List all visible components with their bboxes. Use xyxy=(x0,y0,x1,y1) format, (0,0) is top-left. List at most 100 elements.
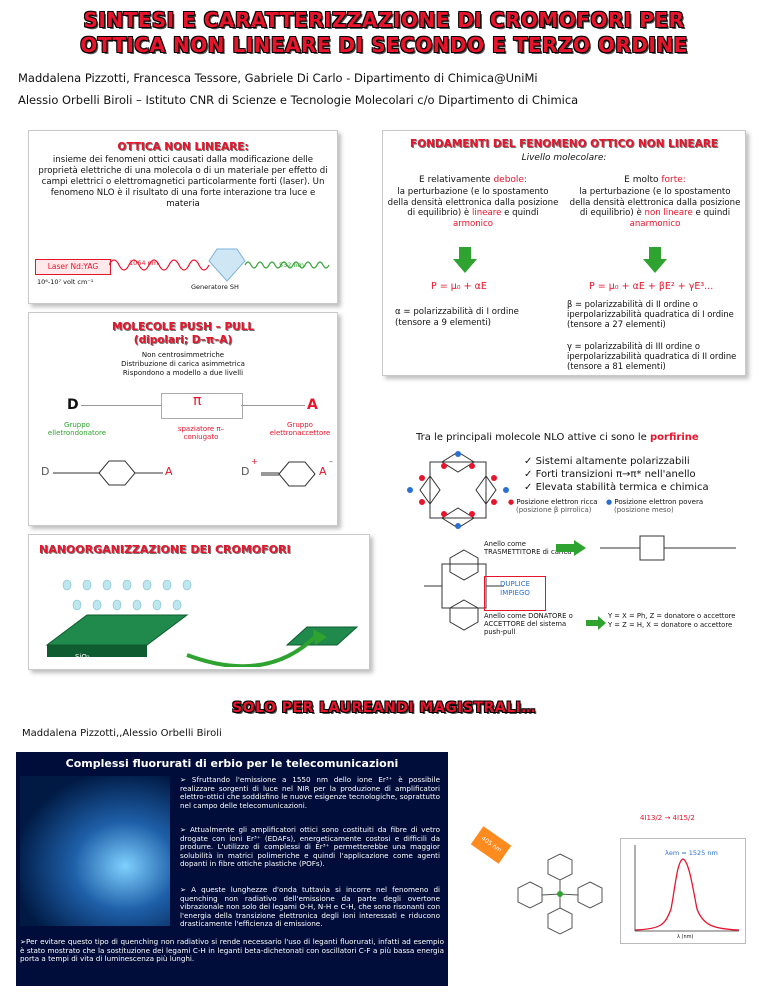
right-arrow-icon-2 xyxy=(586,616,606,630)
nonlinear-equation: P = μ₀ + αE + βE² + γE³... xyxy=(589,281,714,292)
strong-field-e: E molto xyxy=(624,175,662,185)
formula-1: Y = X = Ph, Z = donatore o accettore xyxy=(608,612,736,620)
field-strength-label: 10⁶-10⁷ volt cm⁻¹ xyxy=(37,278,94,286)
spacer-rect xyxy=(161,393,243,419)
spectrum-plot xyxy=(634,845,740,932)
weak-field-red: debole: xyxy=(493,175,527,185)
laser-label: Laser Nd:YAG xyxy=(35,259,111,275)
authors-line1: Maddalena Pizzotti, Francesca Tessore, G… xyxy=(18,71,538,85)
substrate-label: SiO₂ xyxy=(75,653,90,661)
strong-field-text: la perturbazione (e lo spostamento della… xyxy=(569,187,741,229)
pi-letter: π xyxy=(193,393,202,409)
push-pull-porphyrin xyxy=(600,535,736,561)
strong-anharmonic: anarmonico xyxy=(629,218,681,229)
slide-title: Complessi fluorurati di erbio per le tel… xyxy=(65,757,399,770)
rich-sub: (posizione β pirrolica) xyxy=(516,506,592,514)
wavelength-out: 532 nm xyxy=(279,261,304,269)
transmitter-label: Anello come TRASMETTITORE di carica xyxy=(484,540,572,556)
strong-text-1: la perturbazione (e lo spostamento della… xyxy=(569,187,741,218)
strong-field-red: forte: xyxy=(661,175,686,185)
emission-lambda: λem = 1525 nm xyxy=(665,849,718,857)
nano-heading: NANOORGANIZZAZIONE DEI CROMOFORI xyxy=(39,543,291,556)
beta-def: β = polarizzabilità di II ordine o iperp… xyxy=(567,299,734,330)
nano-diagram xyxy=(45,579,359,667)
dpa-line-left xyxy=(81,405,161,406)
erbium-slide: Complessi fluorurati di erbio per le tel… xyxy=(16,752,448,986)
erbium-complex-structure xyxy=(517,853,603,935)
fund-heading: FONDAMENTI DEL FENOMENO OTTICO NON LINEA… xyxy=(410,138,718,150)
generator-label: Generatore SH xyxy=(191,283,239,291)
blue-dot-icon: ● xyxy=(606,498,613,506)
mol-acceptor-2: A xyxy=(319,465,327,478)
bullet-4-text: Per evitare questo tipo di quenching non… xyxy=(20,937,444,964)
bullet-4: ➢Per evitare questo tipo di quenching no… xyxy=(20,937,444,964)
bullet-1: ➢ Sfruttando l'emissione a 1550 nm dello… xyxy=(180,775,441,810)
weak-field-title: E relativamente debole: xyxy=(387,175,559,185)
pushpull-box: MOLECOLE PUSH – PULL (dipolari; D–π–A) N… xyxy=(28,312,338,526)
poor-label: Posizione elettron povera xyxy=(614,498,704,506)
weak-text-1: la perturbazione (e lo spostamento della… xyxy=(387,187,559,218)
nlo-definition-box: OTTICA NON LINEARE: insieme dei fenomeni… xyxy=(28,130,338,304)
strong-text-2: e quindi xyxy=(692,208,731,218)
nlo-heading: OTTICA NON LINEARE: xyxy=(117,141,249,153)
bullet-3: ➢ A queste lunghezze d'onda tuttavia si … xyxy=(180,885,441,929)
right-arrow-icon xyxy=(556,540,586,556)
formula-list: Y = X = Ph, Z = donatore o accettore Y =… xyxy=(608,612,735,630)
porphyrin-intro: Tra le principali molecole NLO attive ci… xyxy=(416,432,699,443)
porphyrin-feature-list: ✓ Sistemi altamente polarizzabili ✓ Fort… xyxy=(524,455,709,494)
fund-sub: Livello molecolare: xyxy=(521,153,607,163)
strong-field-title: E molto forte: xyxy=(569,175,741,185)
poster-title-line1: SINTESI E CARATTERIZZAZIONE DI CROMOFORI… xyxy=(83,8,685,32)
feature-1: Sistemi altamente polarizzabili xyxy=(535,456,690,467)
down-arrow-icon xyxy=(453,247,477,273)
mol-acceptor: A xyxy=(165,465,173,478)
porphyrin-structure xyxy=(407,451,509,529)
donor-letter: D xyxy=(67,397,79,413)
bullet-3-text: A queste lunghezze d'onda tuttavia si in… xyxy=(180,885,441,929)
alpha-def: α = polarizzabilità di I ordine (tensore… xyxy=(395,307,519,328)
donor-acceptor-label: Anello come DONATORE o ACCETTORE del sis… xyxy=(484,612,573,636)
quinoid-ring xyxy=(278,461,316,487)
red-dot-icon: ● xyxy=(508,498,515,506)
mol-donor: D xyxy=(41,465,50,478)
nano-box: NANOORGANIZZAZIONE DEI CROMOFORI SiO₂ xyxy=(28,534,370,670)
mol-donor-2: D xyxy=(241,465,250,478)
nlo-description: insieme dei fenomeni ottici causati dall… xyxy=(38,155,328,209)
rich-label: Posizione elettron ricca xyxy=(516,498,598,506)
porphyrin-word: porfirine xyxy=(650,432,699,443)
pushpull-desc1: Non centrosimmetriche xyxy=(141,351,225,359)
spacer-label: spaziatore π–coniugato xyxy=(177,425,225,441)
gamma-def: γ = polarizzabilità di III ordine o iper… xyxy=(567,341,737,372)
donor-group-label: Gruppo elletrondonatore xyxy=(47,421,107,437)
crystal-icon xyxy=(208,248,246,282)
sh-wave xyxy=(244,261,330,269)
acceptor-letter: A xyxy=(307,397,318,413)
ir-wave xyxy=(109,259,210,271)
porphyrin-intro-text: Tra le principali molecole NLO attive ci… xyxy=(416,432,651,443)
pushpull-desc2: Distribuzione di carica asimmetrica xyxy=(121,360,245,368)
feature-2: Forti transizioni π→π* nell'anello xyxy=(535,469,696,480)
fundamentals-box: FONDAMENTI DEL FENOMENO OTTICO NON LINEA… xyxy=(382,130,746,376)
acceptor-group-label: Gruppo elettronaccettore xyxy=(269,421,331,437)
pushpull-molecules xyxy=(53,460,316,487)
charge-plus: + xyxy=(251,457,258,466)
dpa-line-right xyxy=(241,405,305,406)
bullet-2-text: Attualmente gli amplificatori ottici son… xyxy=(180,825,440,869)
weak-linear: lineare xyxy=(471,208,502,218)
feature-item: ✓ Sistemi altamente polarizzabili xyxy=(524,456,690,467)
poor-sub: (posizione meso) xyxy=(614,506,674,514)
weak-harmonic: armonico xyxy=(452,218,494,229)
excitation-arrow: 405 nm xyxy=(470,826,512,864)
weak-field-e: E relativamente xyxy=(419,175,494,185)
nlo-wave-diagram xyxy=(109,248,330,282)
bullet-2: ➢ Attualmente gli amplificatori ottici s… xyxy=(180,825,440,869)
down-arrow-icon-2 xyxy=(643,247,667,273)
poor-position-legend: ● Posizione elettron povera (posizione m… xyxy=(606,498,703,514)
bullet-1-text: Sfruttando l'emissione a 1550 nm dello i… xyxy=(180,775,441,810)
poster-title-line2: OTTICA NON LINEARE DI SECONDO E TERZO OR… xyxy=(80,33,688,57)
charge-minus: – xyxy=(329,457,333,466)
weak-text-2: e quindi xyxy=(501,208,539,218)
pushpull-desc3: Rispondono a modello a due livelli xyxy=(122,369,244,377)
fiber-image xyxy=(20,776,170,926)
pushpull-subheading: (dipolari; D–π–A) xyxy=(133,334,233,346)
